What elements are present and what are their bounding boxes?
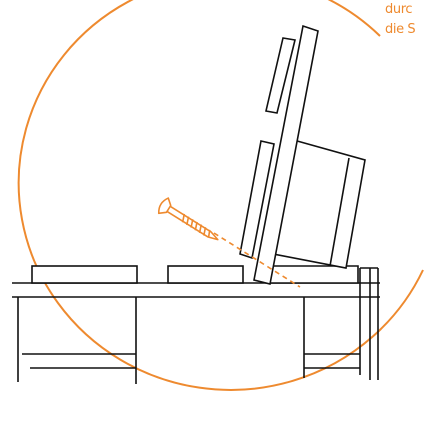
support-legs: [17, 297, 360, 384]
support-leg-right: [303, 297, 360, 378]
top-block-middle: [167, 265, 244, 284]
base-board: [12, 267, 380, 380]
caption-text-line-1: durc: [385, 2, 413, 17]
caption-text-line-2: die S: [385, 22, 416, 37]
tilted-upright: [239, 24, 366, 285]
top-block-right: [270, 265, 359, 284]
top-blocks: [31, 265, 359, 284]
top-block-left: [31, 265, 138, 284]
screw-path-dashed: [213, 232, 301, 288]
upright-block-upper: [265, 37, 296, 114]
detail-circle: [17, 0, 424, 391]
screw-icon: [157, 197, 219, 241]
upright-plank: [253, 24, 319, 285]
upright-block-lower: [239, 140, 275, 260]
upright-box-inner-line: [329, 157, 350, 267]
support-leg-left: [17, 297, 137, 384]
